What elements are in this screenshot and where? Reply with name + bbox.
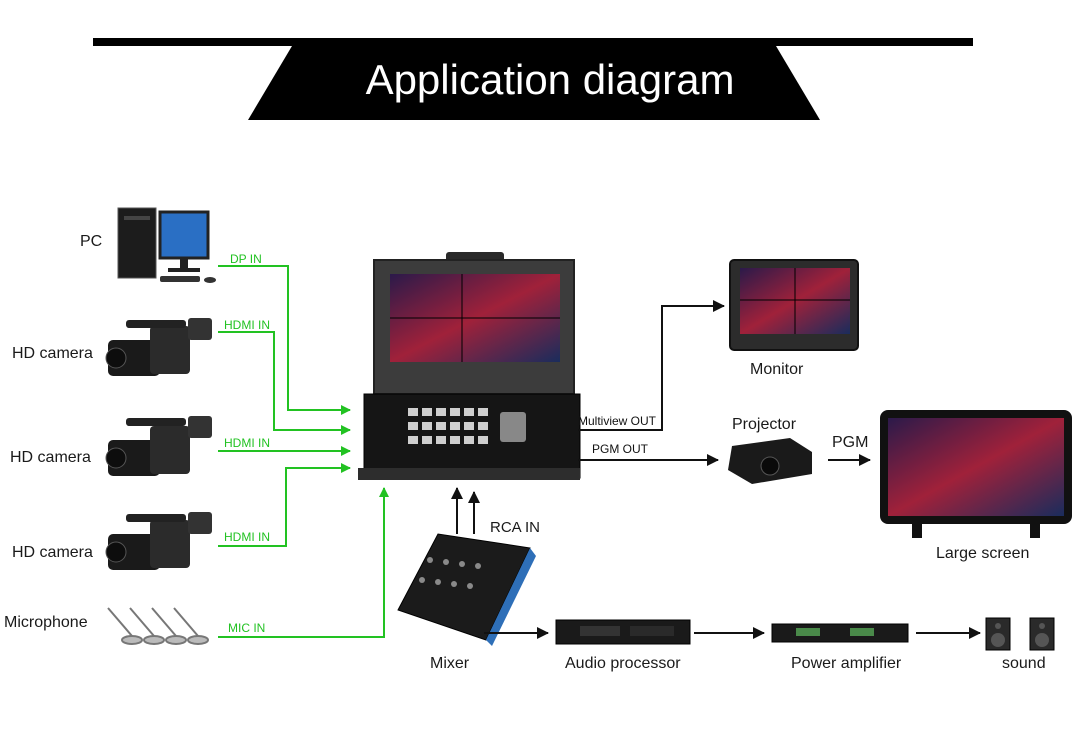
page-title: Application diagram [365, 56, 735, 103]
switcher-console-icon [358, 252, 581, 480]
microphone-icon [107, 607, 209, 645]
hd-camera-icon [105, 416, 212, 476]
pc-icon [117, 207, 216, 283]
title-banner [93, 38, 973, 120]
hdmi-in-label-1: HDMI IN [224, 318, 270, 332]
dp-in-label: DP IN [230, 252, 262, 266]
power-amplifier-icon [771, 623, 909, 643]
mic-connection [218, 487, 389, 638]
output-connections [451, 300, 981, 639]
microphone-label: Microphone [4, 614, 88, 631]
power-amplifier-label: Power amplifier [791, 655, 902, 672]
speaker-icon [985, 617, 1055, 651]
monitor-icon [729, 259, 859, 351]
pc-label: PC [80, 233, 103, 250]
camera-label-3: HD camera [12, 544, 93, 561]
projector-label: Projector [732, 416, 797, 433]
large-screen-label: Large screen [936, 545, 1030, 562]
mixer-label: Mixer [430, 655, 470, 672]
large-screen-icon [880, 410, 1072, 538]
hd-camera-icon [105, 512, 212, 570]
pgm-out-label: PGM OUT [592, 442, 648, 456]
hdmi-connection-3 [218, 463, 351, 547]
pgm-label: PGM [832, 434, 869, 451]
hdmi-in-label-2: HDMI IN [224, 436, 270, 450]
input-connections [218, 265, 389, 638]
hdmi-in-label-3: HDMI IN [224, 530, 270, 544]
mixer-icon [397, 533, 536, 646]
camera-label-2: HD camera [10, 449, 91, 466]
projector-icon [728, 438, 812, 484]
dp-connection [218, 265, 351, 415]
multiview-connection [578, 300, 725, 431]
hd-camera-icon [105, 318, 212, 376]
monitor-label: Monitor [750, 361, 804, 378]
hdmi-connection-1 [218, 331, 351, 435]
sound-label: sound [1002, 655, 1046, 672]
audio-processor-icon [555, 619, 691, 645]
mic-in-label: MIC IN [228, 621, 266, 635]
multiview-out-label: Multiview OUT [578, 414, 657, 428]
rca-in-label: RCA IN [490, 519, 541, 536]
camera-label-1: HD camera [12, 345, 93, 362]
audio-processor-label: Audio processor [565, 655, 681, 672]
